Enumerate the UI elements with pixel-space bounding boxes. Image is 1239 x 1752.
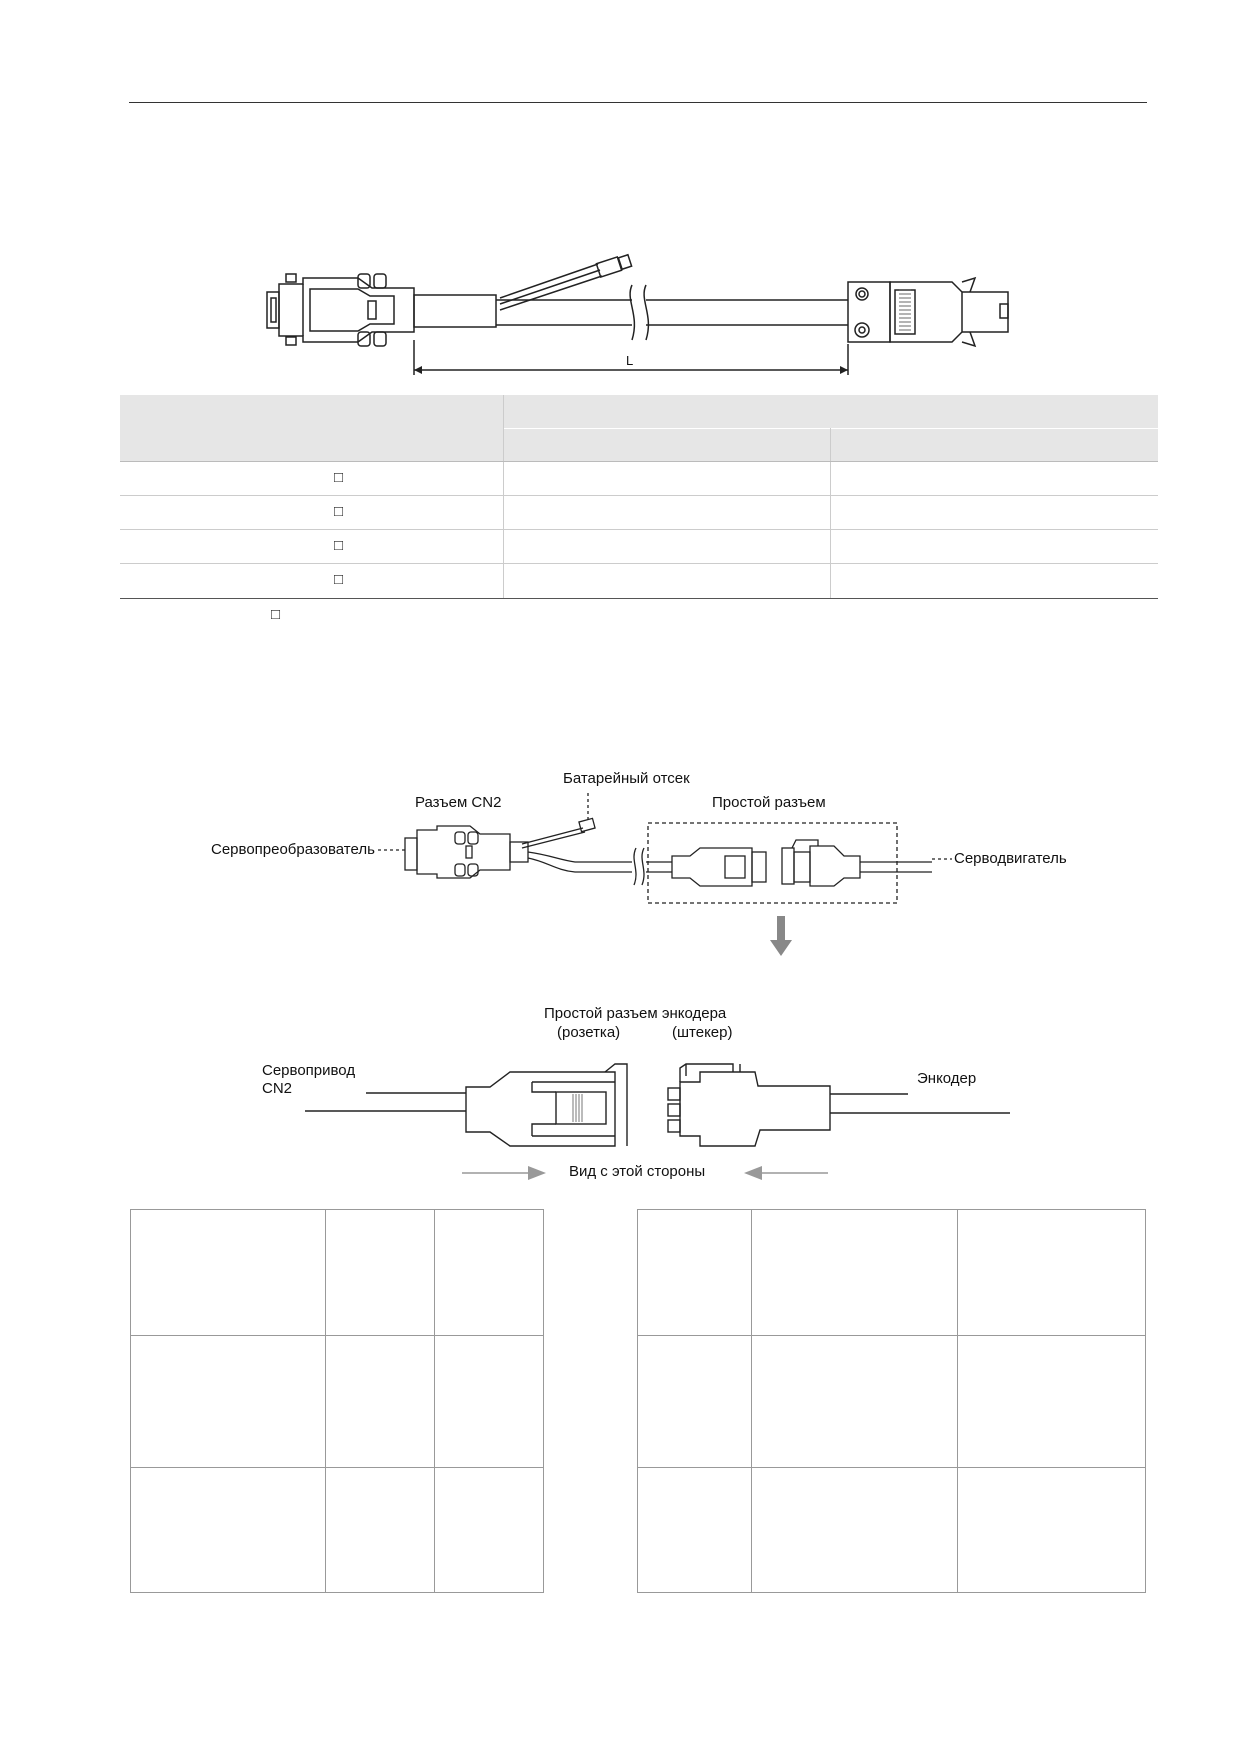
servo-drive-label: Сервопреобразователь — [211, 841, 375, 858]
row-line — [120, 461, 1158, 462]
checkbox-glyph: □ — [334, 469, 344, 486]
drive-label-line1: Сервопривод — [262, 1062, 356, 1079]
note-glyph: □ — [271, 606, 281, 623]
row-divider — [131, 1467, 543, 1468]
connector-drawing — [305, 1063, 1010, 1180]
col-divider — [957, 1210, 958, 1592]
table-header-divider-2 — [830, 428, 831, 599]
cn2-label: Разъем CN2 — [415, 794, 502, 811]
cable-drawing — [266, 253, 1009, 375]
row-line — [120, 598, 1158, 599]
battery-label: Батарейный отсек — [563, 770, 690, 787]
wiring-drawing — [378, 793, 952, 956]
view-direction-label: Вид с этой стороны — [569, 1163, 706, 1180]
row-divider — [638, 1335, 1145, 1336]
col-divider — [325, 1210, 326, 1592]
quick-connector-label: Простой разъем — [712, 794, 826, 811]
row-line — [120, 495, 1158, 496]
col-divider — [751, 1210, 752, 1592]
row-line — [120, 563, 1158, 564]
checkbox-glyph: □ — [334, 537, 344, 554]
pin-table-left — [130, 1209, 544, 1593]
checkbox-glyph: □ — [334, 503, 344, 520]
row-divider — [638, 1467, 1145, 1468]
col-divider — [434, 1210, 435, 1592]
encoder-label: Энкодер — [917, 1070, 977, 1087]
socket-label: (розетка) — [557, 1024, 621, 1041]
header-rule — [129, 102, 1147, 103]
servo-motor-label: Серводвигатель — [954, 850, 1067, 867]
row-line — [120, 529, 1158, 530]
pin-table-right — [637, 1209, 1146, 1593]
plug-label: (штекер) — [672, 1024, 733, 1041]
checkbox-glyph: □ — [334, 571, 344, 588]
table-header-divider — [503, 395, 504, 599]
encoder-connector-title: Простой разъем энкодера — [544, 1005, 727, 1022]
length-label: L — [626, 353, 634, 368]
drive-label-line2: CN2 — [262, 1080, 293, 1097]
row-divider — [131, 1335, 543, 1336]
model-table: □ □ □ □ — [120, 395, 1158, 599]
